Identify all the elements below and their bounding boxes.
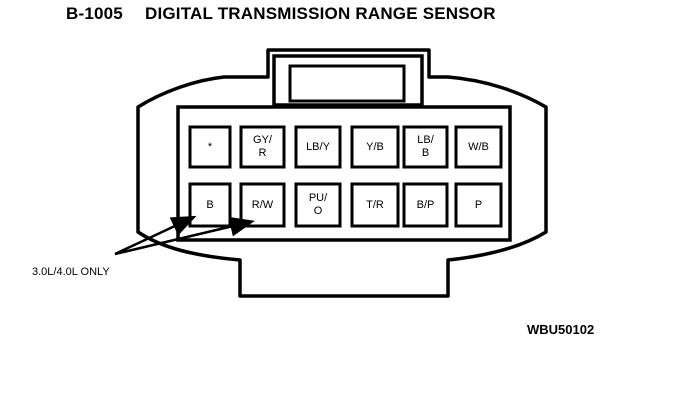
pin-label: B/P xyxy=(404,184,447,226)
pin-cell xyxy=(350,125,400,169)
pin-label-line: O xyxy=(313,205,323,217)
callout-arrow xyxy=(114,216,255,256)
pin-cell xyxy=(402,182,449,228)
pin-label-line: B xyxy=(206,198,214,211)
pin-label-line: R/W xyxy=(251,198,274,211)
pin-label-line: LB/ xyxy=(417,134,434,146)
pin-cell xyxy=(294,182,342,228)
pin-label: P xyxy=(456,184,501,226)
pin-label: Y/B xyxy=(352,127,398,167)
pin-cell xyxy=(239,125,286,169)
pin-cell xyxy=(239,182,286,228)
pin-label-line: * xyxy=(207,140,213,153)
pin-label: W/B xyxy=(456,127,501,167)
title-name: DIGITAL TRANSMISSION RANGE SENSOR xyxy=(144,4,496,23)
pin-label-line: P xyxy=(474,198,483,211)
figure-reference: WBU50102 xyxy=(527,322,595,337)
pin-label-line: B/P xyxy=(416,198,435,211)
pin-label: R/W xyxy=(241,184,284,226)
pin-label: LB/Y xyxy=(296,127,340,167)
latch-outer xyxy=(272,54,424,107)
pin-label-line: Y/B xyxy=(366,140,384,153)
pin-cell xyxy=(188,182,232,228)
pin-cell xyxy=(188,125,232,169)
pin-label: B xyxy=(190,184,230,226)
pin-cell xyxy=(454,125,503,169)
pin-label-line: R xyxy=(258,147,267,159)
pin-cell xyxy=(402,125,449,169)
engine-note: 3.0L/4.0L ONLY xyxy=(32,266,110,278)
title: B-1005 DIGITAL TRANSMISSION RANGE SENSOR xyxy=(66,4,496,24)
latch-inner xyxy=(288,64,406,103)
pin-label-line: B xyxy=(421,147,430,159)
pin-label: GY/R xyxy=(241,127,284,167)
pin-label: PU/O xyxy=(296,184,340,226)
pin-label: T/R xyxy=(352,184,398,226)
pin-cell xyxy=(350,182,400,228)
pin-cell xyxy=(294,125,342,169)
pin-label: LB/B xyxy=(404,127,447,167)
pin-label-line: GY/ xyxy=(253,134,272,146)
pin-label-line: T/R xyxy=(366,198,384,211)
pin-label-line: W/B xyxy=(468,140,489,153)
pin-label-line: PU/ xyxy=(308,192,328,204)
connector-body xyxy=(136,48,548,298)
pin-cell xyxy=(454,182,503,228)
callout-arrow xyxy=(114,215,197,256)
pin-frame xyxy=(176,105,512,242)
title-code: B-1005 xyxy=(66,4,123,23)
pin-label-line: LB/Y xyxy=(306,140,330,153)
pin-label: * xyxy=(190,127,230,167)
